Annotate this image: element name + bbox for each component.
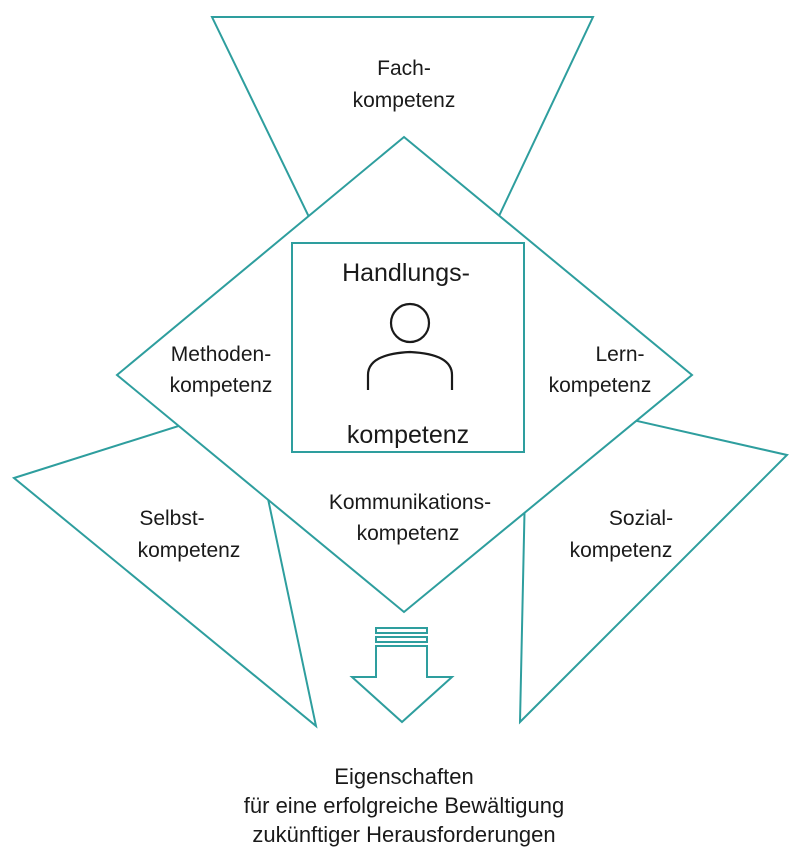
conclusion-line3: zukünftiger Herausforderungen [252, 822, 555, 847]
methodenkompetenz-label-line1: Methoden- [171, 343, 271, 366]
arrow-down-icon [349, 627, 455, 724]
sozialkompetenz-triangle [518, 394, 789, 725]
conclusion-line1: Eigenschaften [334, 764, 473, 789]
fachkompetenz-label-line2: kompetenz [353, 89, 456, 112]
methodenkompetenz-label-line2: kompetenz [170, 374, 273, 397]
sozialkompetenz-label-line2: kompetenz [570, 539, 673, 562]
handlungskompetenz-title-top: Handlungs- [342, 259, 470, 287]
handlungskompetenz-box [291, 242, 525, 453]
selbstkompetenz-triangle [11, 402, 318, 729]
lernkompetenz-label-line2: kompetenz [549, 374, 652, 397]
conclusion-line2: für eine erfolgreiche Bewältigung [244, 793, 564, 818]
person-icon [366, 302, 454, 390]
fachkompetenz-label-line1: Fach- [377, 57, 431, 80]
selbstkompetenz-label-line2: kompetenz [138, 539, 241, 562]
kommunikationskompetenz-label-line1: Kommunikations- [329, 491, 491, 514]
selbstkompetenz-label-line1: Selbst- [139, 507, 204, 530]
kommunikationskompetenz-label-line2: kompetenz [357, 522, 460, 545]
lernkompetenz-label-line1: Lern- [595, 343, 644, 366]
sozialkompetenz-label-line1: Sozial- [609, 507, 673, 530]
handlungskompetenz-title-bottom: kompetenz [347, 421, 469, 449]
